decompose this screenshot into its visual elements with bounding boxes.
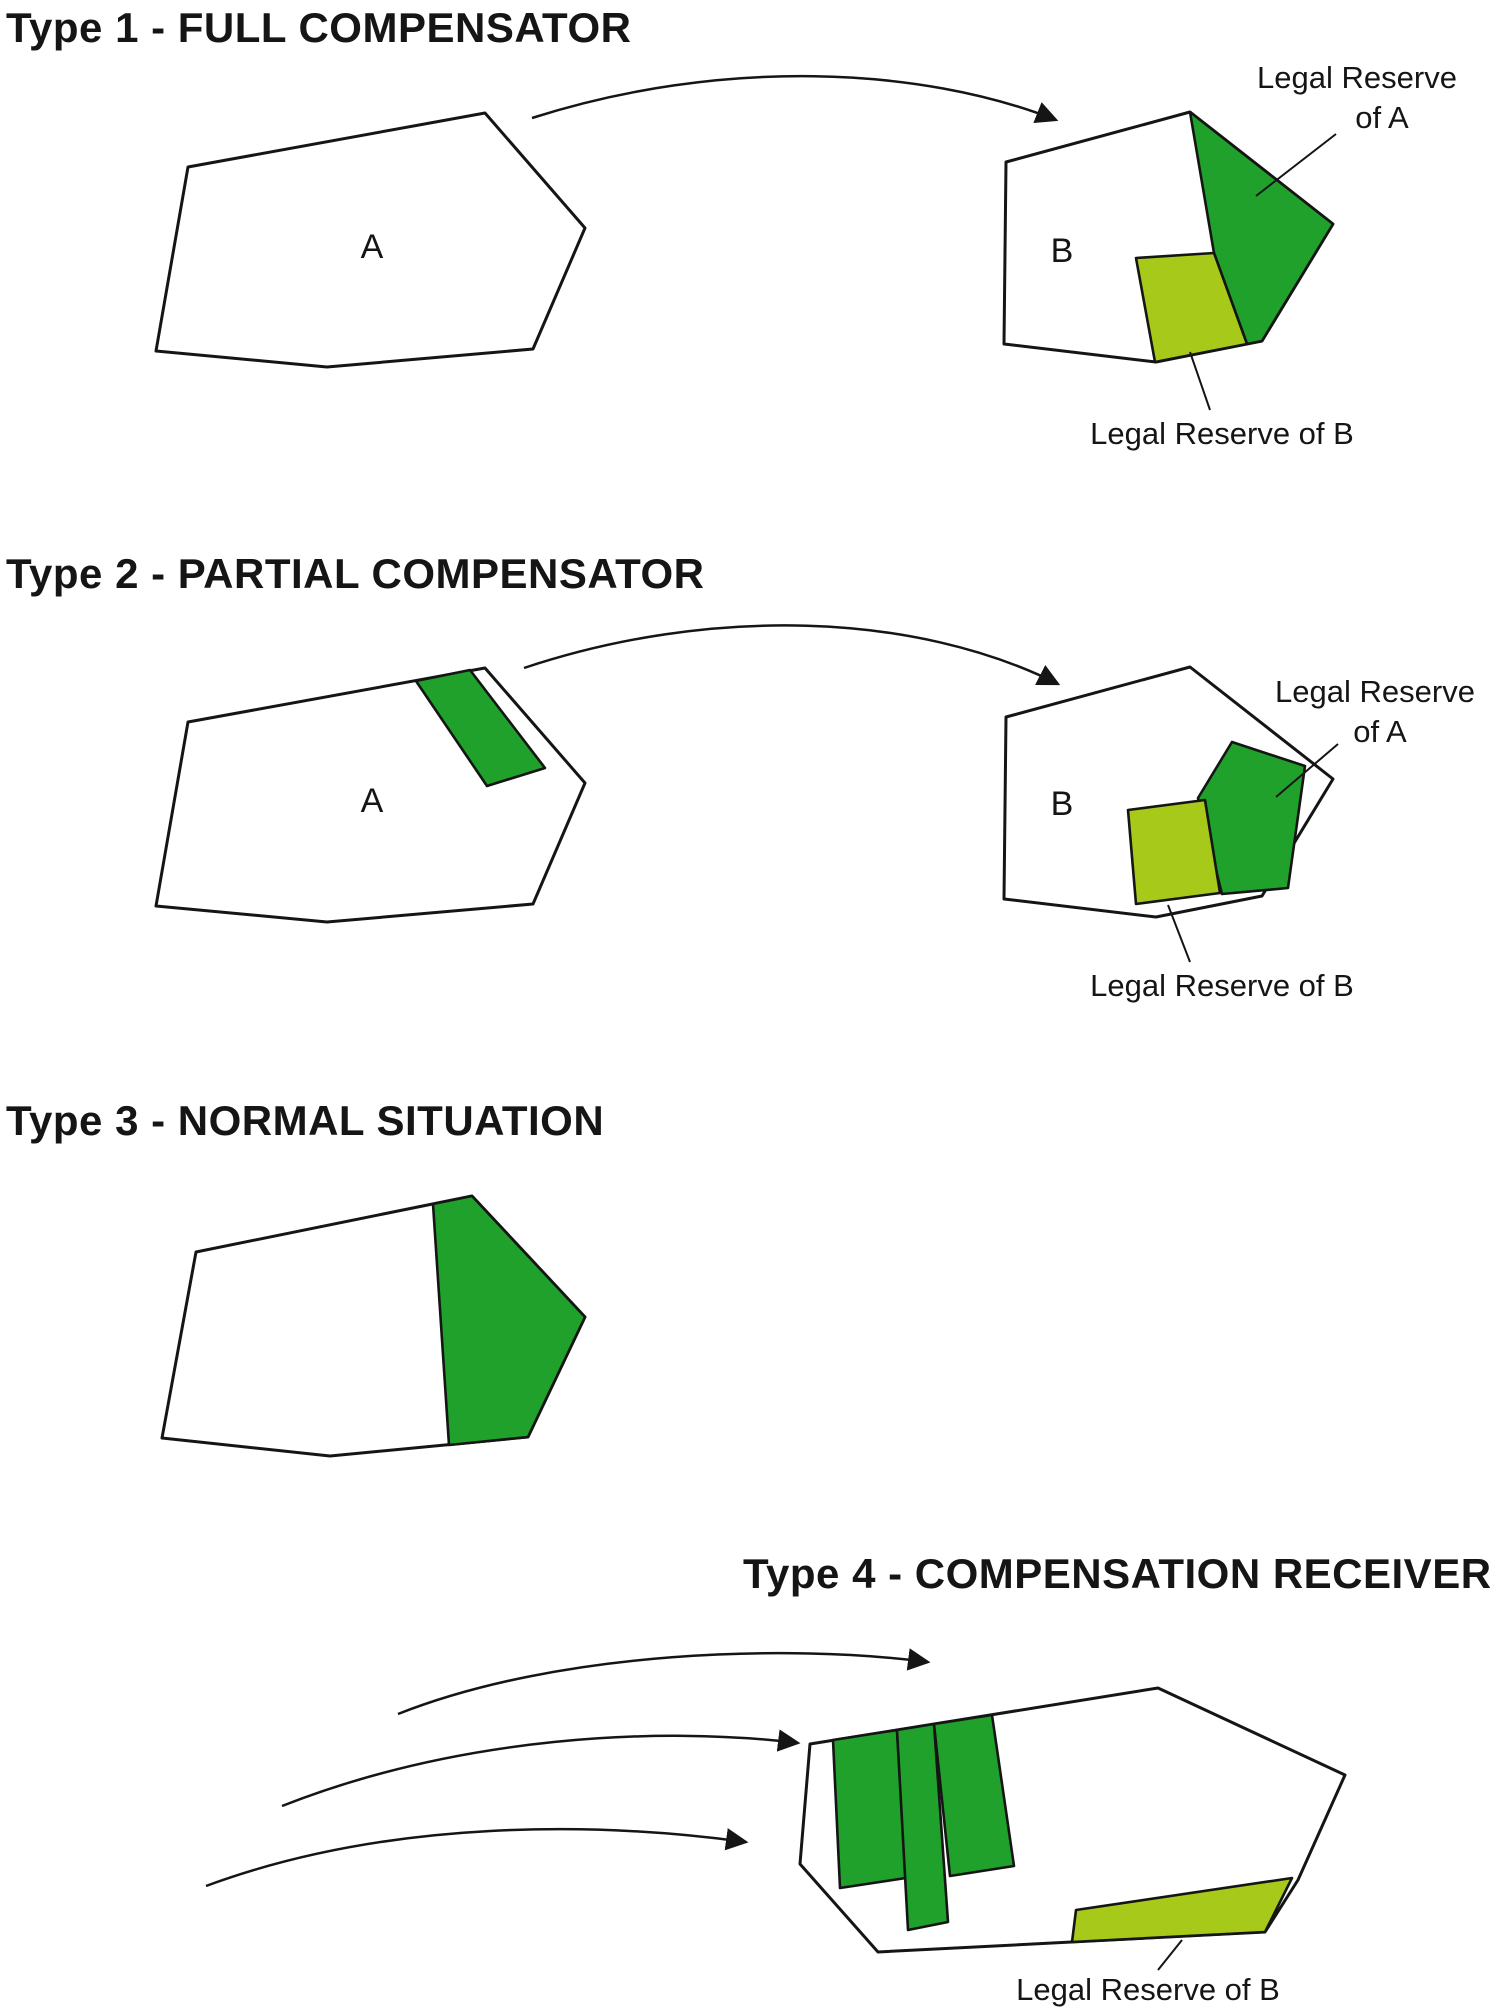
type2-reserve-b-region <box>1126 798 1222 906</box>
type1-reserve-a-pointer-line <box>1255 133 1337 197</box>
type4-incoming-arrow-middle <box>281 1729 801 1808</box>
type2-parcel-a-reserve-region <box>414 668 547 788</box>
type2-reserve-b-pointer-line <box>1167 904 1191 963</box>
type1-reserve-a-region <box>1188 110 1335 346</box>
type1-parcel-a-shape <box>154 111 587 369</box>
type4-received-reserve-region-2 <box>895 1722 950 1932</box>
type2-section: Type 2 - PARTIAL COMPENSATOR A B Legal R… <box>6 550 1475 1003</box>
type1-reserve-a-label-line1: Legal Reserve <box>1257 60 1457 95</box>
type2-transfer-arrow <box>523 624 1061 686</box>
type2-reserve-a-label-line1: Legal Reserve <box>1275 674 1475 709</box>
type4-incoming-arrow-top <box>397 1648 931 1716</box>
type1-parcel-b-label: B <box>1051 232 1074 270</box>
type2-parcel-a-label: A <box>361 782 384 820</box>
type1-reserve-b-region <box>1134 251 1249 364</box>
type4-section: Type 4 - COMPENSATION RECEIVER Legal Res… <box>205 1550 1492 2007</box>
type1-section: Type 1 - FULL COMPENSATOR A B Legal Rese… <box>6 4 1457 451</box>
type2-title: Type 2 - PARTIAL COMPENSATOR <box>6 550 705 597</box>
type2-reserve-b-label: Legal Reserve of B <box>1090 968 1354 1003</box>
type1-reserve-a-label-line2: of A <box>1355 100 1409 135</box>
type4-received-reserve-region-1 <box>831 1728 908 1890</box>
type2-reserve-a-region <box>1196 740 1307 896</box>
type2-reserve-a-label-line2: of A <box>1353 714 1407 749</box>
type1-transfer-arrow <box>531 74 1059 124</box>
type1-reserve-b-pointer-line <box>1189 351 1211 411</box>
type1-title: Type 1 - FULL COMPENSATOR <box>6 4 631 51</box>
type1-parcel-a-label: A <box>361 228 384 266</box>
type4-reserve-b-label: Legal Reserve of B <box>1016 1972 1280 2007</box>
type1-reserve-b-label: Legal Reserve of B <box>1090 416 1354 451</box>
type2-parcel-b-label: B <box>1051 785 1074 823</box>
type3-section: Type 3 - NORMAL SITUATION <box>6 1097 604 1458</box>
type3-reserve-region <box>431 1194 587 1447</box>
type4-title: Type 4 - COMPENSATION RECEIVER <box>743 1550 1492 1597</box>
type4-reserve-b-pointer-line <box>1157 1939 1183 1971</box>
type4-received-reserve-region-3 <box>932 1713 1016 1878</box>
type4-incoming-arrow-bottom <box>205 1827 749 1888</box>
type4-reserve-b-region <box>1070 1876 1294 1944</box>
type3-title: Type 3 - NORMAL SITUATION <box>6 1097 604 1144</box>
type2-reserve-a-pointer-line <box>1275 743 1339 798</box>
